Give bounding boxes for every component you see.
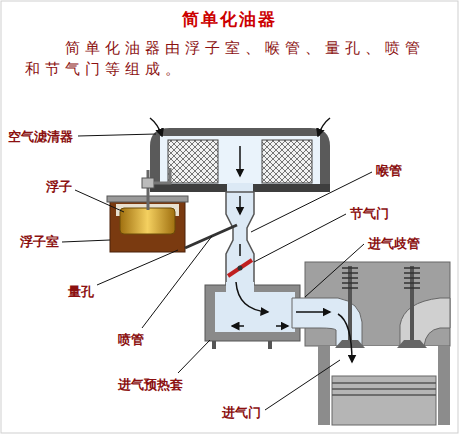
engine-part (438, 346, 450, 425)
leader-lines-part (142, 236, 212, 328)
engine-part (330, 346, 438, 425)
diagram-title: 简单化油器 (182, 8, 277, 31)
air-filter-part (150, 184, 330, 192)
air-filter-part (318, 118, 330, 136)
engine-part (332, 376, 436, 425)
engine-part (332, 383, 436, 395)
part-label: 进气歧管 (368, 235, 420, 252)
leader-lines-part (265, 360, 340, 410)
flow-arrows-part (232, 325, 244, 327)
leader-lines-part (178, 340, 210, 373)
flow-arrows-part (338, 314, 352, 362)
part-label: 喉管 (376, 162, 402, 179)
float-chamber-part (147, 170, 150, 210)
flow-arrows-part (236, 282, 268, 312)
air-filter-part (150, 118, 162, 136)
float-chamber-part (142, 178, 154, 188)
flow-arrows (232, 146, 352, 362)
part-label: 喷管 (118, 331, 144, 348)
air-filter (150, 118, 330, 193)
throttle-valve (228, 260, 252, 276)
throttle-valve-part (228, 260, 252, 276)
leader-lines-part (305, 244, 364, 297)
air-filter-part (150, 128, 330, 192)
part-label: 进气门 (222, 404, 261, 421)
flow-arrows-part (239, 146, 241, 176)
part-label: 进气预热套 (118, 376, 183, 393)
air-filter-part (160, 136, 320, 184)
flow-arrows-part (239, 196, 241, 214)
engine-part (400, 298, 450, 346)
leader-lines-part (254, 214, 346, 262)
leader-lines-part (75, 190, 124, 212)
engine-part (404, 268, 420, 288)
engine-part (410, 266, 414, 340)
preheat-jacket-part (268, 341, 272, 349)
preheat-jacket-part (226, 282, 254, 294)
part-label: 量孔 (68, 283, 94, 300)
air-filter-part (168, 140, 218, 183)
leader-lines (62, 134, 372, 410)
part-label: 空气滤清器 (8, 128, 73, 145)
engine-part (342, 268, 358, 288)
leader-lines-part (251, 172, 372, 232)
leader-lines-part (62, 240, 110, 242)
part-label: 浮子室 (20, 233, 59, 250)
part-label: 节气门 (350, 205, 389, 222)
flow-arrows-part (276, 325, 288, 327)
part-label: 浮子 (46, 178, 72, 195)
engine-part (397, 340, 427, 348)
flow-arrows-part (296, 311, 330, 313)
engine-part (335, 340, 365, 348)
preheat-jacket (205, 282, 300, 349)
leader-lines-part (97, 250, 178, 285)
leader-lines-part (78, 134, 156, 136)
venturi-pipe (226, 192, 254, 286)
engine-part (318, 346, 330, 425)
venturi-pipe-part (226, 192, 254, 286)
float-chamber-part (120, 208, 175, 234)
engine (292, 262, 450, 425)
throttle-valve-part (238, 266, 243, 271)
preheat-jacket-part (212, 341, 216, 349)
description-text: 简单化油器由浮子室、喉管、量孔、喷管和节气门等组成。 (25, 38, 430, 80)
flow-arrows-part (239, 244, 241, 256)
preheat-jacket-part (215, 292, 295, 332)
float-chamber-part (154, 168, 170, 183)
air-filter-part (262, 140, 312, 183)
